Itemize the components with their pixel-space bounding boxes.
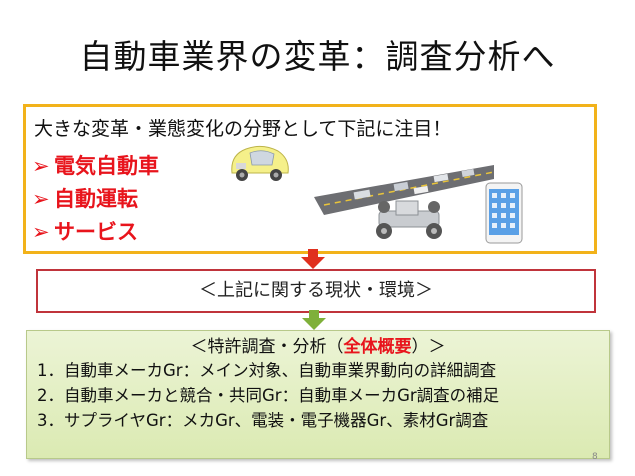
analysis-line-3: 3．サプライヤGr：メカGr、電装・電子機器Gr、素材Gr調査 — [37, 411, 489, 430]
status-box: ＜上記に関する現状・環境＞ — [36, 269, 596, 313]
focus-item-label: 電気自動車 — [54, 154, 159, 178]
bullet-arrow-icon: ➢ — [32, 187, 50, 211]
focus-intro: 大きな変革・業態変化の分野として下記に注目！ — [34, 118, 452, 140]
slide-title: 自動車業界の変革：調査分析へ — [79, 37, 556, 76]
analysis-line-1: 1．自動車メーカGr：メイン対象、自動車業界動向の詳細調査 — [37, 361, 497, 380]
analysis-box: ＜特許調査・分析（全体概要）＞ 1．自動車メーカGr：メイン対象、自動車業界動向… — [26, 330, 610, 459]
focus-item-autonomous: ➢自動運転 — [32, 183, 138, 213]
focus-item-service: ➢サービス — [32, 216, 138, 246]
smartphone-illustration — [485, 182, 523, 244]
analysis-title-highlight: 全体概要 — [343, 337, 412, 357]
down-arrow-icon — [301, 249, 325, 269]
page-number: 8 — [592, 452, 598, 462]
focus-item-label: サービス — [54, 220, 138, 244]
bullet-arrow-icon: ➢ — [32, 154, 50, 178]
analysis-title: ＜特許調査・分析（全体概要）＞ — [190, 337, 446, 357]
analysis-line-2: 2．自動車メーカと競合・共同Gr：自動車メーカGr調査の補足 — [37, 386, 500, 405]
focus-item-label: 自動運転 — [54, 187, 138, 211]
focus-box: 大きな変革・業態変化の分野として下記に注目！ ➢電気自動車 ➢自動運転 ➢サービ… — [23, 104, 597, 254]
electric-car-illustration — [231, 145, 289, 181]
focus-item-ev: ➢電気自動車 — [32, 150, 159, 180]
down-arrow-icon — [302, 310, 326, 330]
bullet-arrow-icon: ➢ — [32, 220, 50, 244]
autonomous-road-illustration — [314, 165, 494, 215]
car-chassis-illustration — [376, 200, 442, 239]
